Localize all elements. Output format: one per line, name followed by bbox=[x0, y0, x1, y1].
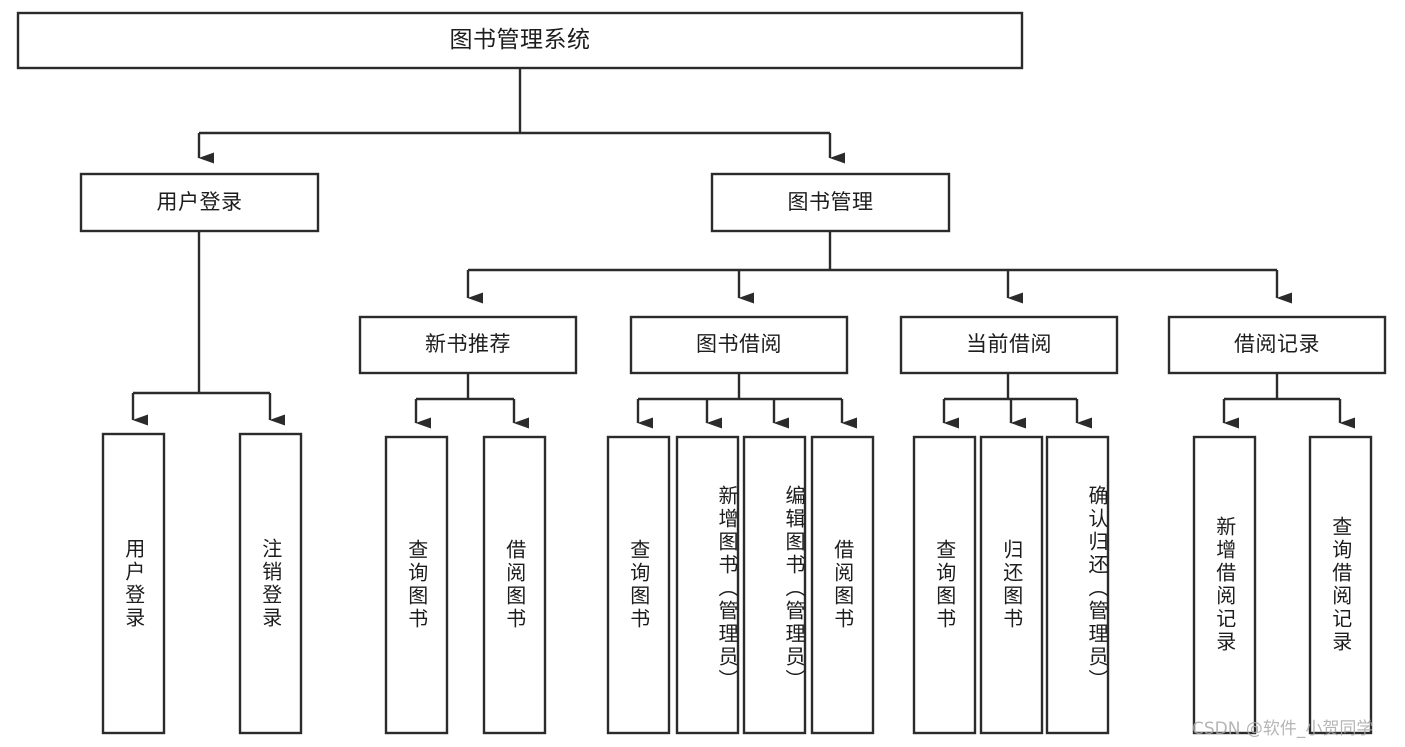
node-leaf-query-book-2[interactable] bbox=[606, 435, 671, 735]
node-user-login[interactable] bbox=[79, 172, 320, 233]
node-leaf-query-book-3[interactable] bbox=[912, 435, 977, 735]
node-current-borrow[interactable] bbox=[899, 315, 1119, 375]
node-leaf-query-book-1[interactable] bbox=[384, 435, 449, 735]
connector-bookborrow-to-leaves bbox=[636, 373, 857, 429]
node-leaf-confirm-return[interactable] bbox=[1045, 435, 1110, 735]
node-root[interactable] bbox=[16, 11, 1024, 70]
node-book-manage[interactable] bbox=[710, 172, 951, 233]
node-borrow-record[interactable] bbox=[1167, 315, 1387, 375]
node-leaf-add-book[interactable] bbox=[675, 435, 740, 735]
connector-root-to-level2 bbox=[197, 69, 845, 164]
node-book-borrow[interactable] bbox=[629, 315, 849, 375]
node-leaf-user-logout[interactable] bbox=[238, 432, 303, 735]
connector-currentborrow-to-leaves bbox=[942, 373, 1092, 429]
node-leaf-add-record[interactable] bbox=[1192, 435, 1257, 735]
connector-userlogin-to-leaves bbox=[131, 231, 285, 426]
node-leaf-user-login[interactable] bbox=[101, 432, 166, 735]
node-leaf-return-book[interactable] bbox=[979, 435, 1044, 735]
connector-bookmanage-to-level3 bbox=[466, 231, 1292, 304]
connector-newbook-to-leaves bbox=[414, 373, 529, 429]
node-leaf-edit-book[interactable] bbox=[742, 435, 807, 735]
connector-borrowrecord-to-leaves bbox=[1222, 373, 1355, 429]
node-leaf-borrow-book-1[interactable] bbox=[482, 435, 547, 735]
node-leaf-borrow-book-2[interactable] bbox=[810, 435, 875, 735]
node-leaf-query-record[interactable] bbox=[1308, 435, 1373, 735]
node-new-book-recommend[interactable] bbox=[358, 315, 578, 375]
